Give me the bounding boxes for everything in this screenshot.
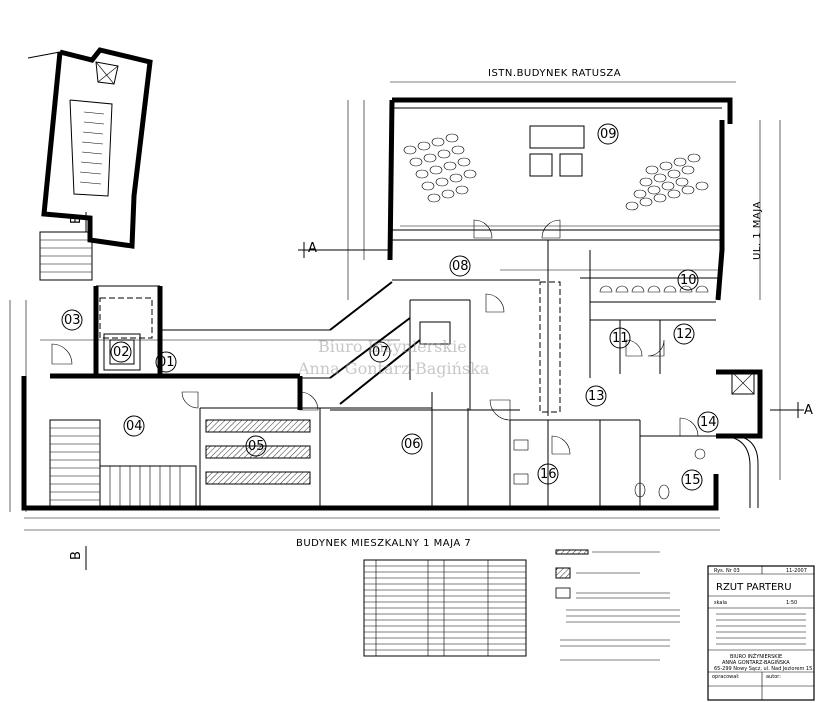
watermark-line-1: Biuro Inżynierskie — [318, 337, 467, 356]
title-date: 11-2007 — [786, 568, 807, 574]
legend-notes — [555, 549, 680, 661]
section-a-left: A — [308, 241, 317, 256]
ground-floor-walls — [21, 285, 763, 511]
room-07: 07 — [372, 345, 389, 360]
room-13: 13 — [588, 389, 605, 404]
room-05: 05 — [248, 439, 265, 454]
title-scale-value: 1:50 — [786, 600, 797, 606]
room-12: 12 — [676, 327, 693, 342]
room-numbers: 01 02 03 04 05 06 07 08 09 10 11 12 13 1… — [64, 127, 717, 488]
section-b-bottom: B — [69, 551, 84, 560]
hall-furniture — [403, 125, 709, 293]
title-prepared-by: opracował: — [712, 674, 740, 680]
dashed-outlines — [99, 281, 561, 413]
label-town-hall: ISTN.BUDYNEK RATUSZA — [488, 68, 621, 79]
room-06: 06 — [404, 437, 421, 452]
label-street: UL. 1 MAJA — [752, 201, 763, 260]
room-11: 11 — [612, 331, 629, 346]
room-01: 01 — [158, 355, 175, 370]
title-drawing-number: Rys. Nr 03 — [714, 568, 740, 574]
section-line-a — [298, 242, 804, 418]
sanitary-fittings — [513, 439, 706, 500]
title-office-line-1: BIURO INŻYNIERSKIE — [730, 653, 782, 660]
title-drawing-name: RZUT PARTERU — [716, 582, 792, 593]
room-09: 09 — [600, 127, 617, 142]
legend-table — [363, 559, 527, 657]
dimension-lines — [9, 81, 781, 531]
title-office-address: 65-299 Nowy Sącz, ul. Nad Jeziorem 15 — [714, 666, 812, 672]
room-04: 04 — [126, 419, 143, 434]
left-staircase — [39, 231, 93, 281]
title-office-line-2: ANNA GONTARZ-BAGIŃSKA — [722, 659, 790, 666]
title-author: autor: — [766, 674, 781, 680]
room-14: 14 — [700, 415, 717, 430]
room-10: 10 — [680, 273, 697, 288]
watermark-line-2: Anna Gontarz-Bagińska — [297, 359, 490, 378]
adjacent-staircase-building — [27, 47, 153, 249]
door-swings — [51, 219, 699, 455]
title-block — [707, 565, 815, 701]
room-08: 08 — [452, 259, 469, 274]
diagonal-corridor — [329, 281, 520, 411]
storage-racks — [205, 419, 311, 485]
room-15: 15 — [684, 473, 701, 488]
label-residential-building: BUDYNEK MIESZKALNY 1 MAJA 7 — [296, 538, 471, 549]
section-a-right: A — [804, 403, 813, 418]
staircase-04 — [49, 419, 197, 509]
staircase-14 — [719, 371, 759, 508]
town-hall-walls — [387, 97, 733, 416]
room-02: 02 — [113, 345, 130, 360]
room-03: 03 — [64, 313, 81, 328]
room-markers — [61, 123, 719, 491]
title-scale-label: skala — [714, 600, 727, 606]
room-16: 16 — [540, 467, 557, 482]
section-b-top: B — [69, 215, 84, 224]
